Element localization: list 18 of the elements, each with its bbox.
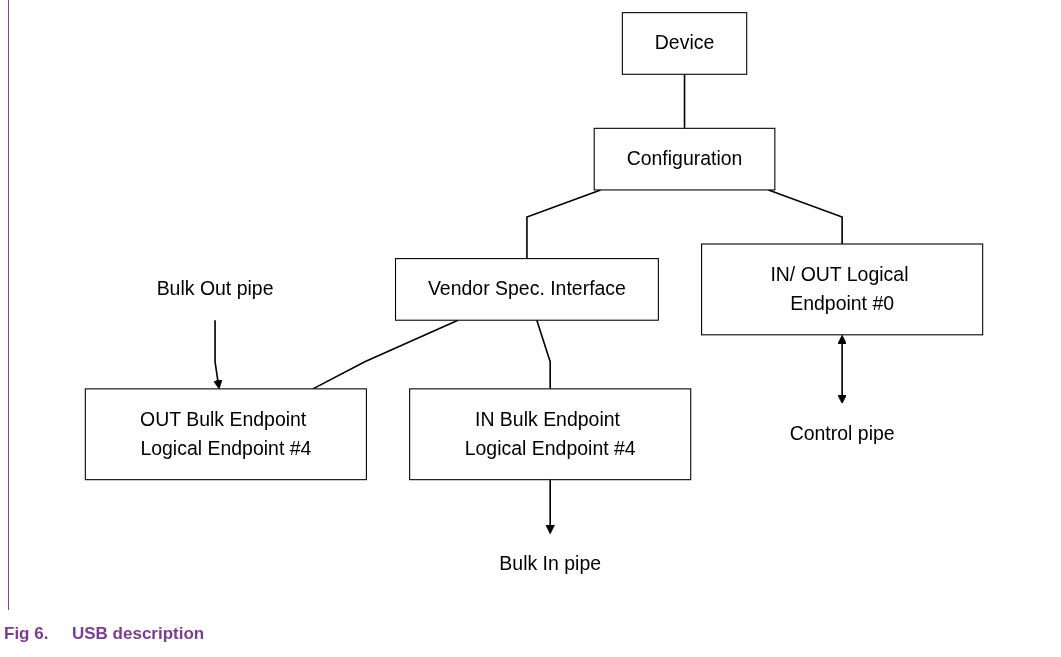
connector <box>312 319 459 390</box>
node-box: Vendor Spec. Interface <box>394 258 659 321</box>
connector <box>536 319 551 390</box>
node-box: OUT Bulk Endpoint Logical Endpoint #4 <box>84 388 367 481</box>
arrow <box>213 319 223 390</box>
node-box: Device <box>621 12 748 75</box>
node-text: Bulk Out pipe <box>156 278 274 300</box>
connector <box>526 189 602 260</box>
arrow <box>837 334 847 404</box>
node-box: Configuration <box>593 127 776 191</box>
connector <box>767 189 843 245</box>
figure-caption: Fig 6. USB description <box>4 624 205 644</box>
connector <box>683 73 686 130</box>
node-text: Bulk In pipe <box>499 553 602 575</box>
node-box: IN/ OUT Logical Endpoint #0 <box>701 243 984 336</box>
node-box: IN Bulk Endpoint Logical Endpoint #4 <box>409 388 692 481</box>
arrow <box>545 478 555 535</box>
node-text: Control pipe <box>789 422 895 445</box>
